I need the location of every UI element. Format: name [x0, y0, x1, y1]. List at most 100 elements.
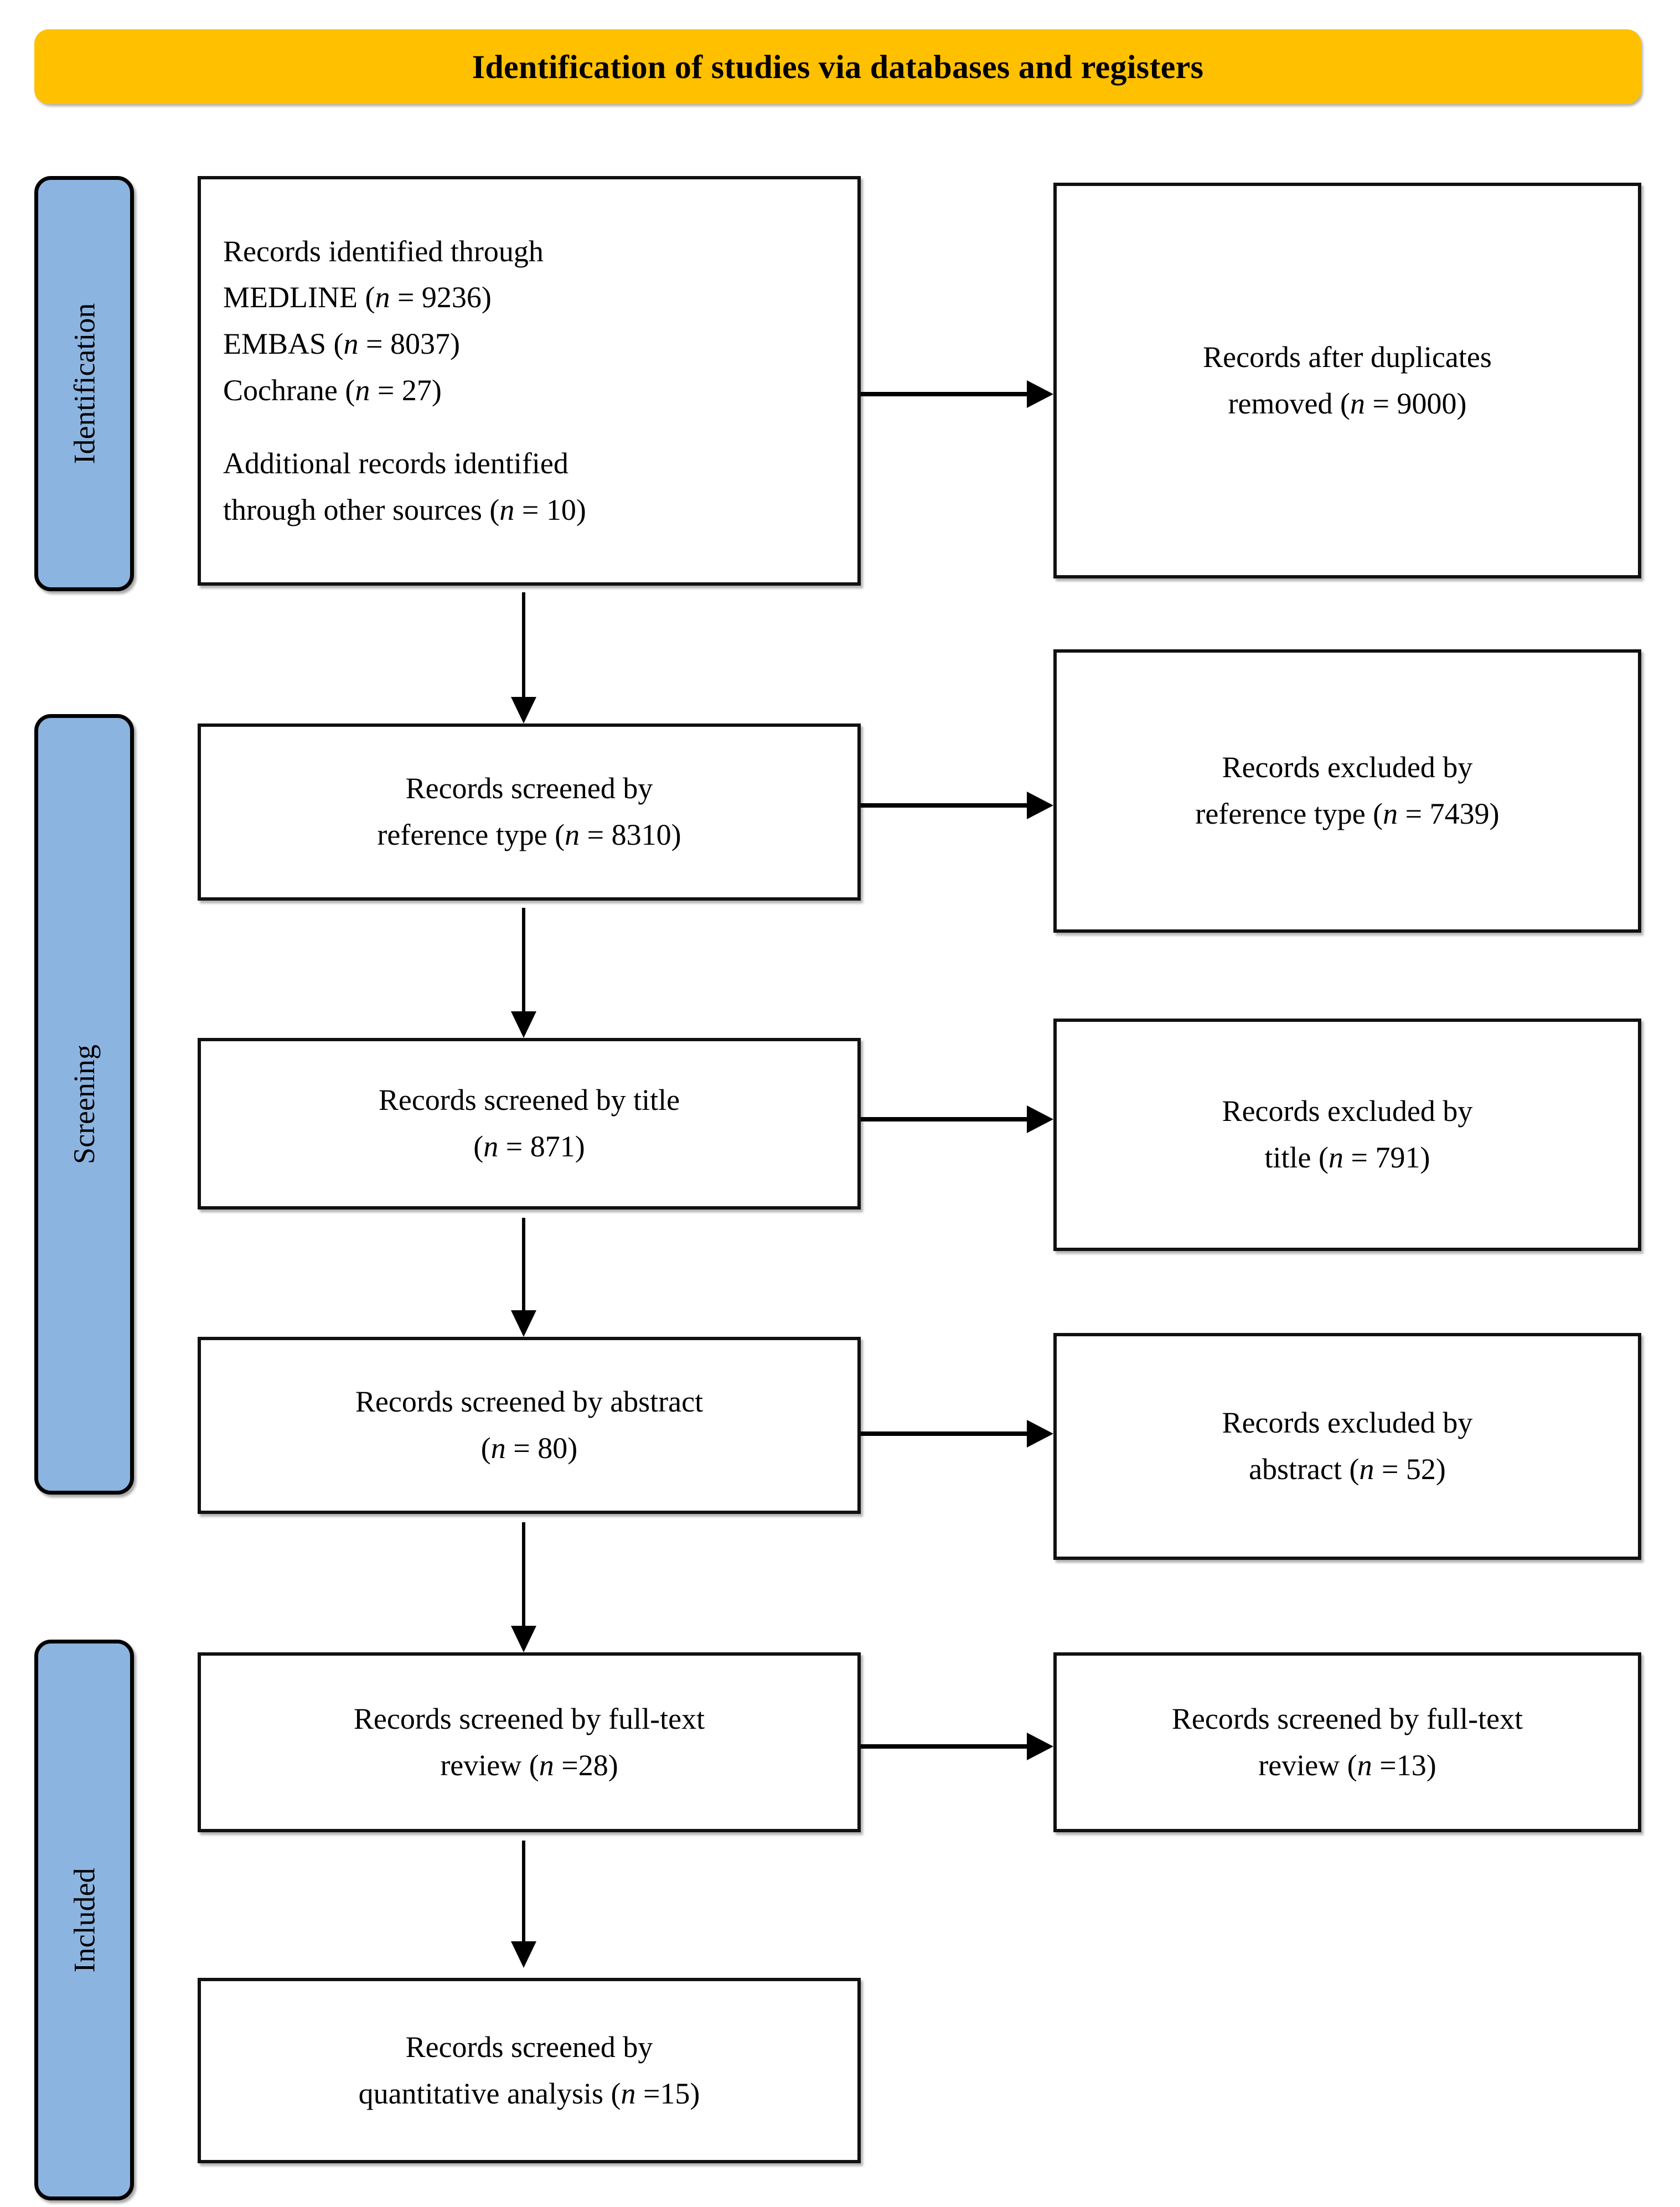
line-quantitative-1: Records screened by — [405, 2030, 653, 2064]
arrow-shaft — [522, 1218, 525, 1310]
arrow-head — [511, 1011, 536, 1038]
stage-tab-screening: Screening — [34, 714, 134, 1495]
line-screened-fulltext-value: =28) — [554, 1748, 618, 1782]
line-excluded-title-label: title ( — [1264, 1141, 1329, 1174]
line-screened-title-1: Records screened by title — [378, 1083, 680, 1117]
line-excluded-fulltext-value: =13) — [1372, 1748, 1436, 1782]
line-additional-value: = 10) — [514, 493, 586, 526]
box-screened-fulltext: Records screened by full-text review (n … — [198, 1652, 861, 1832]
line-duplicates-1: Records after duplicates — [1203, 340, 1492, 374]
box-records-identified: Records identified through MEDLINE (n = … — [198, 176, 861, 586]
box-excluded-title: Records excluded by title (n = 791) — [1053, 1019, 1641, 1251]
line-screened-title-value: = 871) — [498, 1130, 585, 1163]
box-screened-title: Records screened by title (n = 871) — [198, 1038, 861, 1210]
line-additional-n: n — [499, 493, 515, 526]
line-cochrane-n: n — [355, 373, 370, 407]
line-screened-fulltext-label: review ( — [440, 1748, 539, 1782]
box-duplicates-removed: Records after duplicates removed (n = 90… — [1053, 183, 1641, 578]
line-screened-ref-value: = 8310) — [580, 818, 681, 851]
line-cochrane-label: Cochrane ( — [223, 373, 355, 407]
box-records-identified-text: Records identified through MEDLINE (n = … — [201, 229, 857, 534]
diagram-title-banner: Identification of studies via databases … — [34, 29, 1641, 104]
line-excluded-fulltext-1: Records screened by full-text — [1171, 1702, 1523, 1735]
line-screened-abstract-label: ( — [480, 1431, 491, 1465]
box-excluded-reference-type: Records excluded by reference type (n = … — [1053, 649, 1641, 933]
line-embas-n: n — [343, 327, 359, 361]
stage-tab-identification-label: Identification — [68, 303, 101, 464]
line-screened-title-label: ( — [473, 1130, 484, 1163]
line-screened-abstract-n: n — [490, 1431, 506, 1465]
arrow-head — [1027, 380, 1053, 408]
box-screened-title-text: Records screened by title (n = 871) — [201, 1077, 857, 1170]
line-quantitative-n: n — [621, 2076, 636, 2110]
line-screened-ref-n: n — [565, 818, 580, 851]
box-excluded-fulltext-text: Records screened by full-text review (n … — [1057, 1696, 1638, 1789]
arrow-shaft — [861, 1117, 1027, 1121]
arrow-head — [1027, 792, 1053, 819]
line-screened-fulltext-n: n — [539, 1748, 554, 1782]
arrow-shaft — [522, 908, 525, 1011]
line-excluded-title-1: Records excluded by — [1222, 1094, 1473, 1128]
line-excluded-ref-label: reference type ( — [1195, 797, 1383, 830]
box-screened-reference-type: Records screened by reference type (n = … — [198, 723, 861, 901]
line-additional-1: Additional records identified — [223, 446, 568, 480]
line-excluded-ref-value: = 7439) — [1398, 797, 1500, 830]
line-duplicates-n: n — [1350, 386, 1365, 420]
line-additional-label: through other sources ( — [223, 493, 500, 526]
arrow-head — [511, 1310, 536, 1337]
box-screened-reference-type-text: Records screened by reference type (n = … — [201, 766, 857, 858]
line-excluded-fulltext-n: n — [1357, 1748, 1372, 1782]
line-excluded-title-n: n — [1329, 1141, 1344, 1174]
line-embas-label: EMBAS ( — [223, 327, 344, 361]
arrow-shaft — [861, 1744, 1027, 1749]
line-medline-value: = 9236) — [390, 281, 492, 314]
line-excluded-abstract-n: n — [1359, 1453, 1374, 1486]
diagram-title: Identification of studies via databases … — [472, 48, 1204, 85]
line-duplicates-label: removed ( — [1228, 386, 1350, 420]
line-medline-n: n — [375, 281, 390, 314]
line-quantitative-value: =15) — [635, 2076, 700, 2110]
arrow-head — [511, 1941, 536, 1968]
line-quantitative-label: quantitative analysis ( — [358, 2076, 621, 2110]
line-excluded-abstract-value: = 52) — [1374, 1453, 1446, 1486]
box-excluded-abstract: Records excluded by abstract (n = 52) — [1053, 1333, 1641, 1560]
box-screened-abstract: Records screened by abstract (n = 80) — [198, 1337, 861, 1514]
line-screened-fulltext-1: Records screened by full-text — [353, 1702, 705, 1735]
arrow-shaft — [522, 1522, 525, 1626]
box-duplicates-removed-text: Records after duplicates removed (n = 90… — [1057, 334, 1638, 427]
stage-tab-included: Included — [34, 1640, 134, 2200]
line-excluded-title-value: = 791) — [1343, 1141, 1430, 1174]
line-excluded-ref-1: Records excluded by — [1222, 751, 1473, 784]
line-embas-value: = 8037) — [358, 327, 460, 361]
line-screened-abstract-value: = 80) — [505, 1431, 578, 1465]
line-excluded-ref-n: n — [1383, 797, 1398, 830]
spacer-line — [223, 414, 835, 441]
line-cochrane-value: = 27) — [370, 373, 442, 407]
line-excluded-abstract-label: abstract ( — [1249, 1453, 1359, 1486]
arrow-head — [1027, 1420, 1053, 1448]
box-screened-abstract-text: Records screened by abstract (n = 80) — [201, 1379, 857, 1471]
line-screened-title-n: n — [483, 1130, 499, 1163]
line-excluded-fulltext-label: review ( — [1258, 1748, 1357, 1782]
stage-tab-identification: Identification — [34, 176, 134, 591]
line-screened-ref-1: Records screened by — [405, 772, 653, 805]
line-screened-ref-label: reference type ( — [377, 818, 565, 851]
arrow-shaft — [861, 803, 1027, 808]
box-excluded-abstract-text: Records excluded by abstract (n = 52) — [1057, 1400, 1638, 1492]
line-screened-abstract-1: Records screened by abstract — [355, 1385, 704, 1419]
arrow-head — [1027, 1733, 1053, 1760]
line-excluded-abstract-1: Records excluded by — [1222, 1406, 1473, 1440]
box-excluded-reference-type-text: Records excluded by reference type (n = … — [1057, 745, 1638, 837]
stage-tab-included-label: Included — [68, 1868, 101, 1972]
arrow-shaft — [861, 1431, 1027, 1436]
arrow-shaft — [861, 392, 1027, 396]
box-quantitative-analysis-text: Records screened by quantitative analysi… — [201, 2024, 857, 2117]
box-excluded-title-text: Records excluded by title (n = 791) — [1057, 1088, 1638, 1181]
line-medline-label: MEDLINE ( — [223, 281, 375, 314]
arrow-head — [511, 697, 536, 723]
arrow-shaft — [522, 1841, 525, 1941]
box-excluded-fulltext: Records screened by full-text review (n … — [1053, 1652, 1641, 1832]
stage-tab-screening-label: Screening — [68, 1045, 101, 1164]
line-duplicates-value: = 9000) — [1364, 386, 1467, 420]
